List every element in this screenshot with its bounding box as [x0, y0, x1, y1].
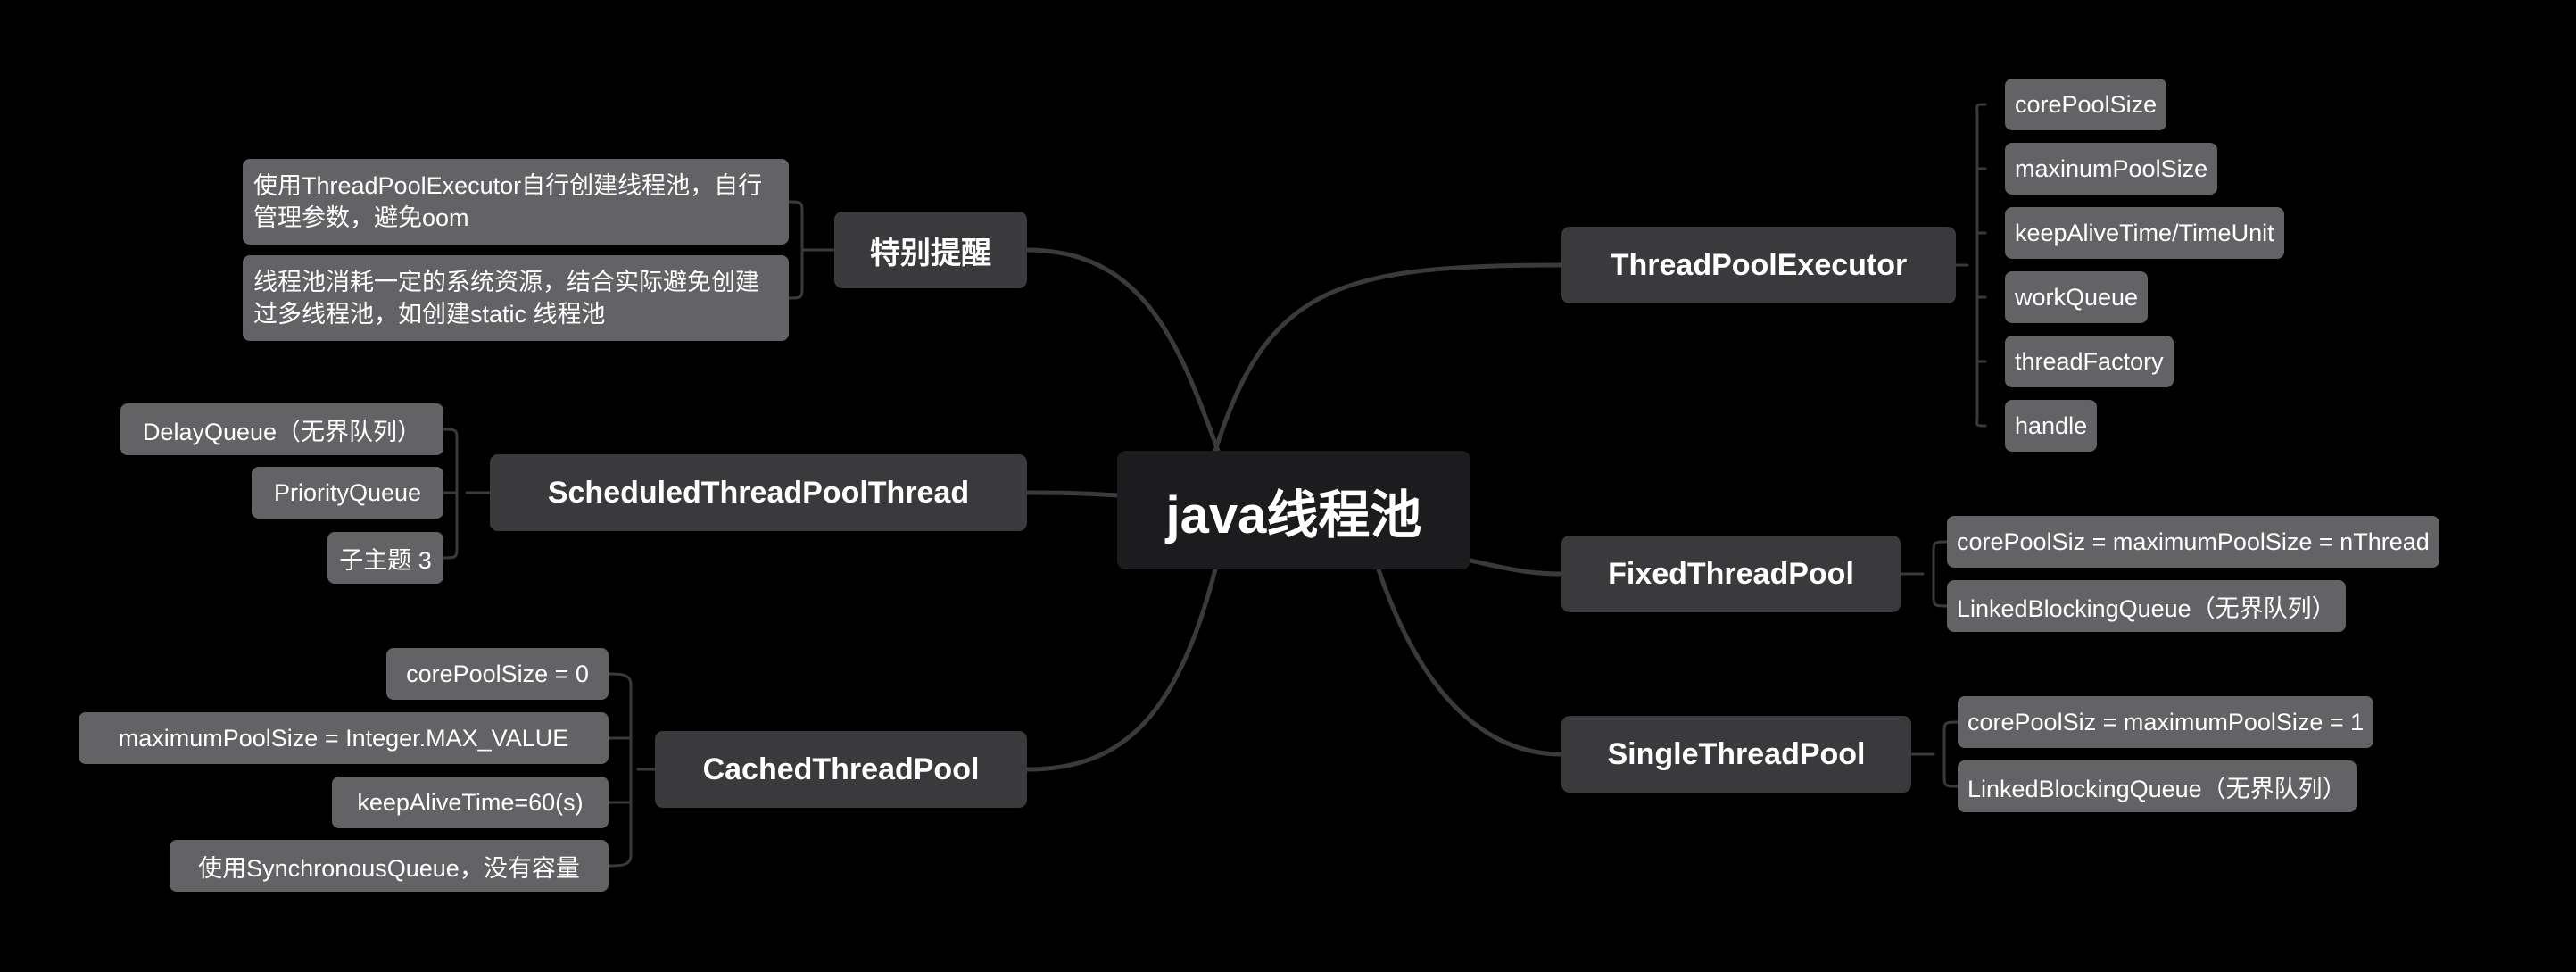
- bracket-tebietixing: [787, 200, 836, 300]
- topic-label: SingleThreadPool: [1607, 736, 1866, 771]
- topic-fixedthreadpool[interactable]: FixedThreadPool: [1561, 536, 1901, 612]
- link-root-fixedthreadpool: [1468, 558, 1564, 577]
- topic-tebietixing[interactable]: 特别提醒: [834, 212, 1027, 288]
- subtopic-corepoolsize[interactable]: corePoolSize: [2005, 79, 2167, 130]
- bracket-threadpoolexecutor: [1954, 103, 1987, 428]
- subtopic-handle[interactable]: handle: [2005, 400, 2098, 452]
- subtopic-label: threadFactory: [2015, 347, 2164, 375]
- subtopic-fixed-coresize[interactable]: corePoolSiz = maximumPoolSize = nThread: [1947, 516, 2439, 568]
- topic-cachedthreadpool[interactable]: CachedThreadPool: [655, 731, 1027, 808]
- bracket-cached: [607, 672, 657, 868]
- subtopic-keepalivetime[interactable]: keepAliveTime/TimeUnit: [2005, 207, 2284, 259]
- subtopic-fixed-queue[interactable]: LinkedBlockingQueue（无界队列）: [1947, 580, 2346, 632]
- link-root-singlethreadpool: [1376, 567, 1564, 757]
- topic-label: CachedThreadPool: [702, 752, 980, 786]
- subtopic-priorityqueue[interactable]: PriorityQueue: [252, 467, 443, 519]
- link-root-tebietixing: [1023, 247, 1221, 453]
- subtopic-threadfactory[interactable]: threadFactory: [2005, 336, 2174, 387]
- subtopic-label: corePoolSize: [2015, 90, 2158, 118]
- topic-label: ThreadPoolExecutor: [1610, 247, 1908, 282]
- subtopic-label: maxinumPoolSize: [2015, 154, 2208, 182]
- subtopic-label: corePoolSize = 0: [406, 660, 589, 687]
- subtopic-maxinumpoolsize[interactable]: maxinumPoolSize: [2005, 143, 2218, 195]
- subtopic-reminder-1[interactable]: 使用ThreadPoolExecutor自行创建线程池，自行管理参数，避免oom: [243, 159, 789, 245]
- link-root-scheduled: [1024, 490, 1120, 498]
- bracket-fixedthreadpool: [1899, 540, 1949, 608]
- subtopic-label: keepAliveTime/TimeUnit: [2015, 219, 2274, 246]
- subtopic-label: corePoolSiz = maximumPoolSize = nThread: [1957, 528, 2430, 555]
- subtopic-cached-maxsize[interactable]: maximumPoolSize = Integer.MAX_VALUE: [79, 712, 609, 764]
- subtopic-label: maximumPoolSize = Integer.MAX_VALUE: [118, 724, 569, 752]
- subtopic-label: corePoolSiz = maximumPoolSize = 1: [1967, 708, 2365, 735]
- topic-label: ScheduledThreadPoolThread: [547, 475, 970, 510]
- subtopic-cached-coresize[interactable]: corePoolSize = 0: [386, 648, 609, 700]
- subtopic-label: LinkedBlockingQueue（无界队列）: [1967, 775, 2347, 802]
- subtopic-label: keepAliveTime=60(s): [357, 788, 584, 816]
- subtopic-label: 使用ThreadPoolExecutor自行创建线程池，自行管理参数，避免oom: [253, 172, 763, 231]
- subtopic-workqueue[interactable]: workQueue: [2005, 271, 2149, 323]
- subtopic-cached-keepalive[interactable]: keepAliveTime=60(s): [332, 777, 609, 828]
- root-topic[interactable]: java线程池: [1117, 451, 1470, 569]
- subtopic-label: 子主题 3: [339, 546, 432, 574]
- root-label: java线程池: [1165, 486, 1422, 544]
- topic-label: 特别提醒: [870, 236, 991, 270]
- topic-scheduledthreadpoolthread[interactable]: ScheduledThreadPoolThread: [490, 454, 1027, 531]
- subtopic-label: workQueue: [2015, 283, 2139, 311]
- subtopic-label: LinkedBlockingQueue（无界队列）: [1957, 594, 2336, 622]
- subtopic-label: 使用SynchronousQueue，没有容量: [198, 854, 580, 882]
- link-root-threadpoolexecutor: [1213, 262, 1564, 453]
- subtopic-label: handle: [2015, 411, 2088, 439]
- topic-threadpoolexecutor[interactable]: ThreadPoolExecutor: [1561, 227, 1956, 303]
- subtopic-label: DelayQueue（无界队列）: [142, 418, 422, 445]
- subtopic-zizhuti3[interactable]: 子主题 3: [327, 532, 443, 584]
- topic-singlethreadpool[interactable]: SingleThreadPool: [1561, 716, 1911, 793]
- subtopic-single-coresize[interactable]: corePoolSiz = maximumPoolSize = 1: [1958, 696, 2374, 748]
- link-root-cached: [1024, 567, 1218, 772]
- subtopic-single-queue[interactable]: LinkedBlockingQueue（无界队列）: [1958, 760, 2357, 812]
- bracket-singlethreadpool: [1909, 720, 1959, 788]
- subtopic-label: 线程池消耗一定的系统资源，结合实际避免创建过多线程池，如创建static 线程池: [253, 269, 759, 328]
- subtopic-delayqueue[interactable]: DelayQueue（无界队列）: [120, 403, 443, 455]
- subtopic-reminder-2[interactable]: 线程池消耗一定的系统资源，结合实际避免创建过多线程池，如创建static 线程池: [243, 255, 789, 341]
- topic-label: FixedThreadPool: [1608, 556, 1854, 591]
- subtopic-cached-synchronousqueue[interactable]: 使用SynchronousQueue，没有容量: [170, 840, 609, 892]
- bracket-scheduled: [442, 428, 492, 560]
- subtopic-label: PriorityQueue: [273, 478, 422, 506]
